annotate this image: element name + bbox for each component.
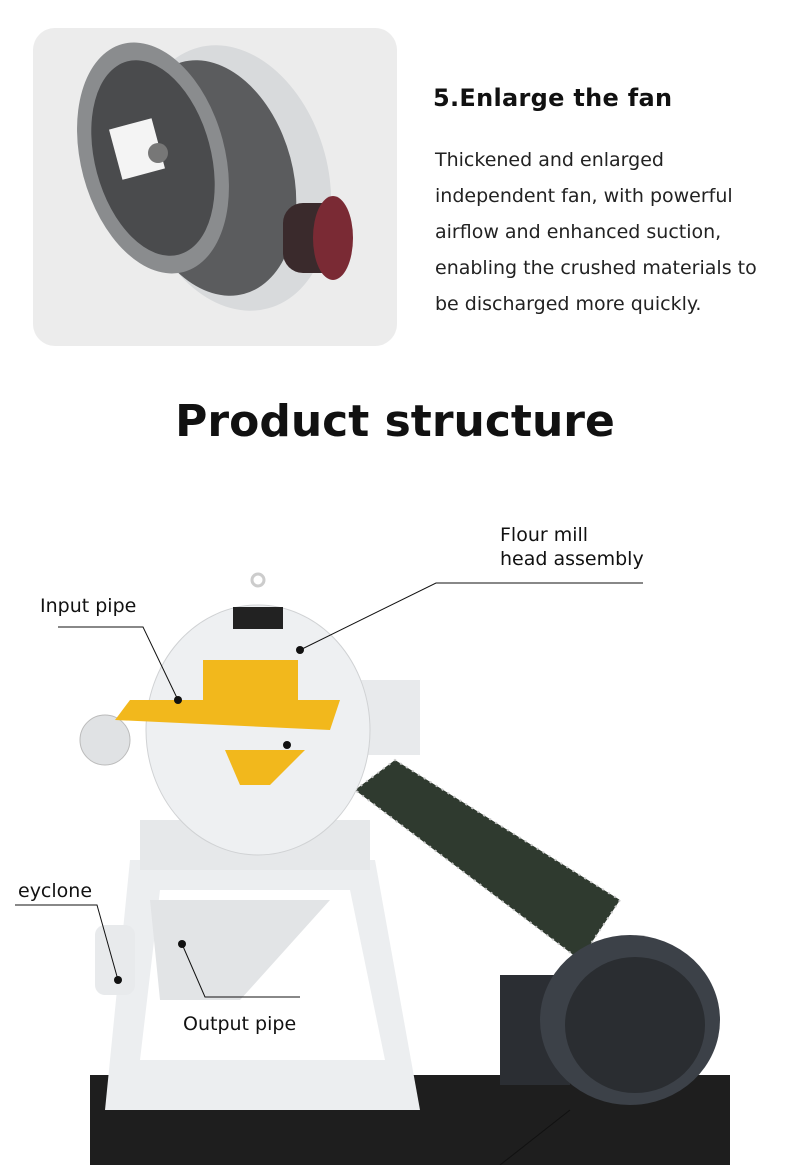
callout-input-pipe: Input pipe [40,595,137,617]
section-title: Product structure [175,396,615,447]
callout-flour-mill-head: Flour mill head assembly [500,523,644,571]
callout-flour-mill-line2: head assembly [500,548,644,570]
feature-description: Thickened and enlarged independent fan, … [435,149,757,315]
callout-cyclone: eyclone [18,880,93,902]
callout-flour-mill-line1: Flour mill [500,524,589,546]
feature-title: 5.Enlarge the fan [433,84,673,112]
fan-image [77,42,353,311]
callout-output-pipe: Output pipe [183,1013,297,1035]
fan-image-card [33,28,397,346]
